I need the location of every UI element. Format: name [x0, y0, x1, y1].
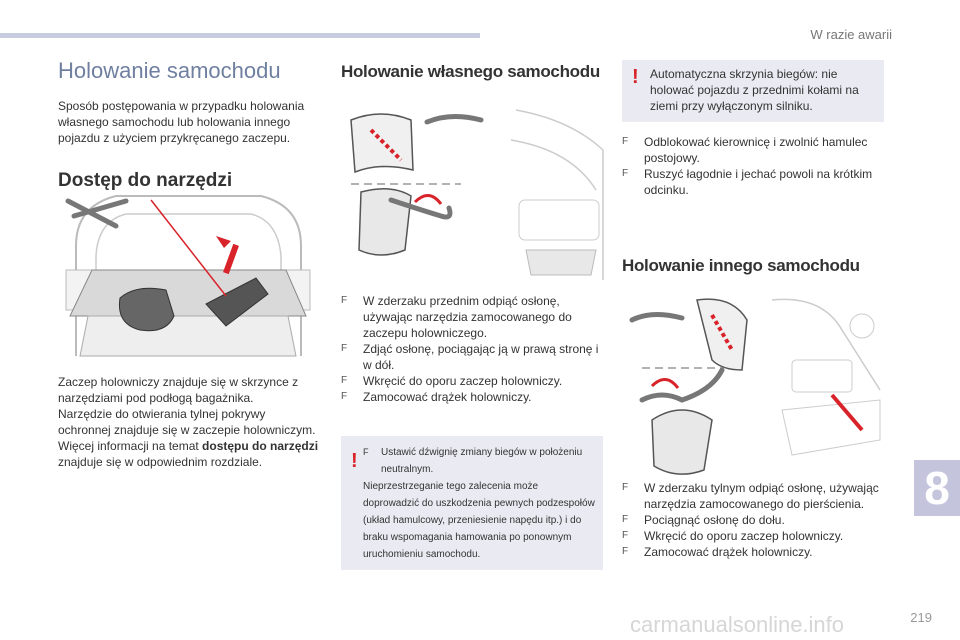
- bullet-marker: F: [622, 168, 629, 179]
- trunk-illustration: [65, 195, 311, 357]
- middle-warning-text: Nieprzestrzeganie tego zalecenia może do…: [363, 481, 595, 560]
- right-heading: Holowanie innego samochodu: [622, 256, 860, 275]
- middle-heading: Holowanie własnego samochodu: [341, 62, 600, 81]
- tools-text-2: Narzędzie do otwierania tylnej pokrywy o…: [58, 407, 316, 437]
- intro-text: Sposób postępowania w przypadku holowani…: [58, 99, 305, 145]
- tools-text-3: Więcej informacji na temat dostępu do na…: [58, 439, 319, 469]
- tools-text-1: Zaczep holowniczy znajduje się w skrzync…: [58, 375, 299, 405]
- section-label: W razie awarii: [810, 27, 892, 42]
- watermark: carmanualsonline.info: [630, 612, 845, 637]
- tools-description: Zaczep holowniczy znajduje się w skrzync…: [58, 374, 320, 470]
- bullet-marker: F: [622, 514, 629, 525]
- page-number: 219: [910, 610, 932, 625]
- warning-icon: !: [351, 450, 358, 472]
- front-bumper-illustration: [350, 109, 604, 280]
- right-warning-box: ! Automatyczna skrzynia biegów: nie holo…: [622, 60, 884, 122]
- bullet-marker: F: [363, 447, 369, 457]
- warning-icon: !: [632, 66, 639, 88]
- bullet-marker: F: [622, 136, 629, 147]
- page-title: Holowanie samochodu: [58, 58, 281, 83]
- bullet-marker: F: [341, 343, 348, 354]
- bullet-marker: F: [341, 375, 348, 386]
- tools-heading: Dostęp do narzędzi: [58, 170, 233, 191]
- bullet-marker: F: [622, 482, 629, 493]
- tools-link-text: dostępu do narzędzi: [202, 439, 319, 453]
- bullet-marker: F: [622, 530, 629, 541]
- left-column: Holowanie samochodu Sposób postępowania …: [58, 58, 320, 192]
- right-warning-text: Automatyczna skrzynia biegów: nie holowa…: [650, 67, 859, 113]
- header-bar: [0, 33, 480, 38]
- bullet-marker: F: [622, 546, 629, 557]
- chapter-tab: 8: [914, 460, 960, 516]
- bullet-marker: F: [341, 391, 348, 402]
- bullet-marker: F: [341, 295, 348, 306]
- rear-bumper-illustration: [629, 298, 881, 475]
